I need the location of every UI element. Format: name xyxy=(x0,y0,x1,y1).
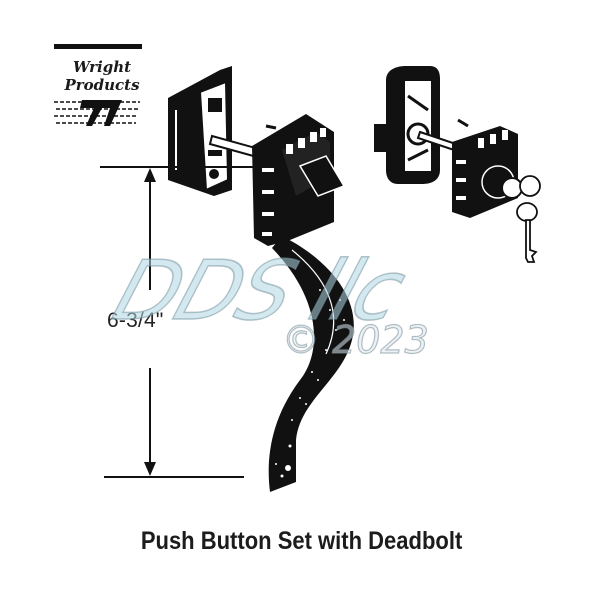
logo-line-1: Wright xyxy=(72,58,132,76)
dimension-bottom-line xyxy=(104,476,244,478)
key-icon xyxy=(516,175,541,263)
deadbolt-back-plate xyxy=(374,66,440,184)
product-caption: Push Button Set with Deadbolt xyxy=(140,527,463,555)
dimension-top-line xyxy=(100,166,256,168)
logo-line-2: Products xyxy=(64,76,140,94)
handle-escutcheon xyxy=(252,114,346,246)
inside-mounting-plate xyxy=(168,66,232,196)
dimension-label: 6-3/4" xyxy=(107,309,164,332)
dimension-arrow-icon xyxy=(144,168,156,476)
logo-rule xyxy=(54,44,142,49)
handle-grip xyxy=(268,236,354,492)
logo-mark-icon xyxy=(54,100,140,126)
brand-logo: Wright Products xyxy=(52,44,144,134)
deadbolt-cylinder xyxy=(452,126,523,218)
